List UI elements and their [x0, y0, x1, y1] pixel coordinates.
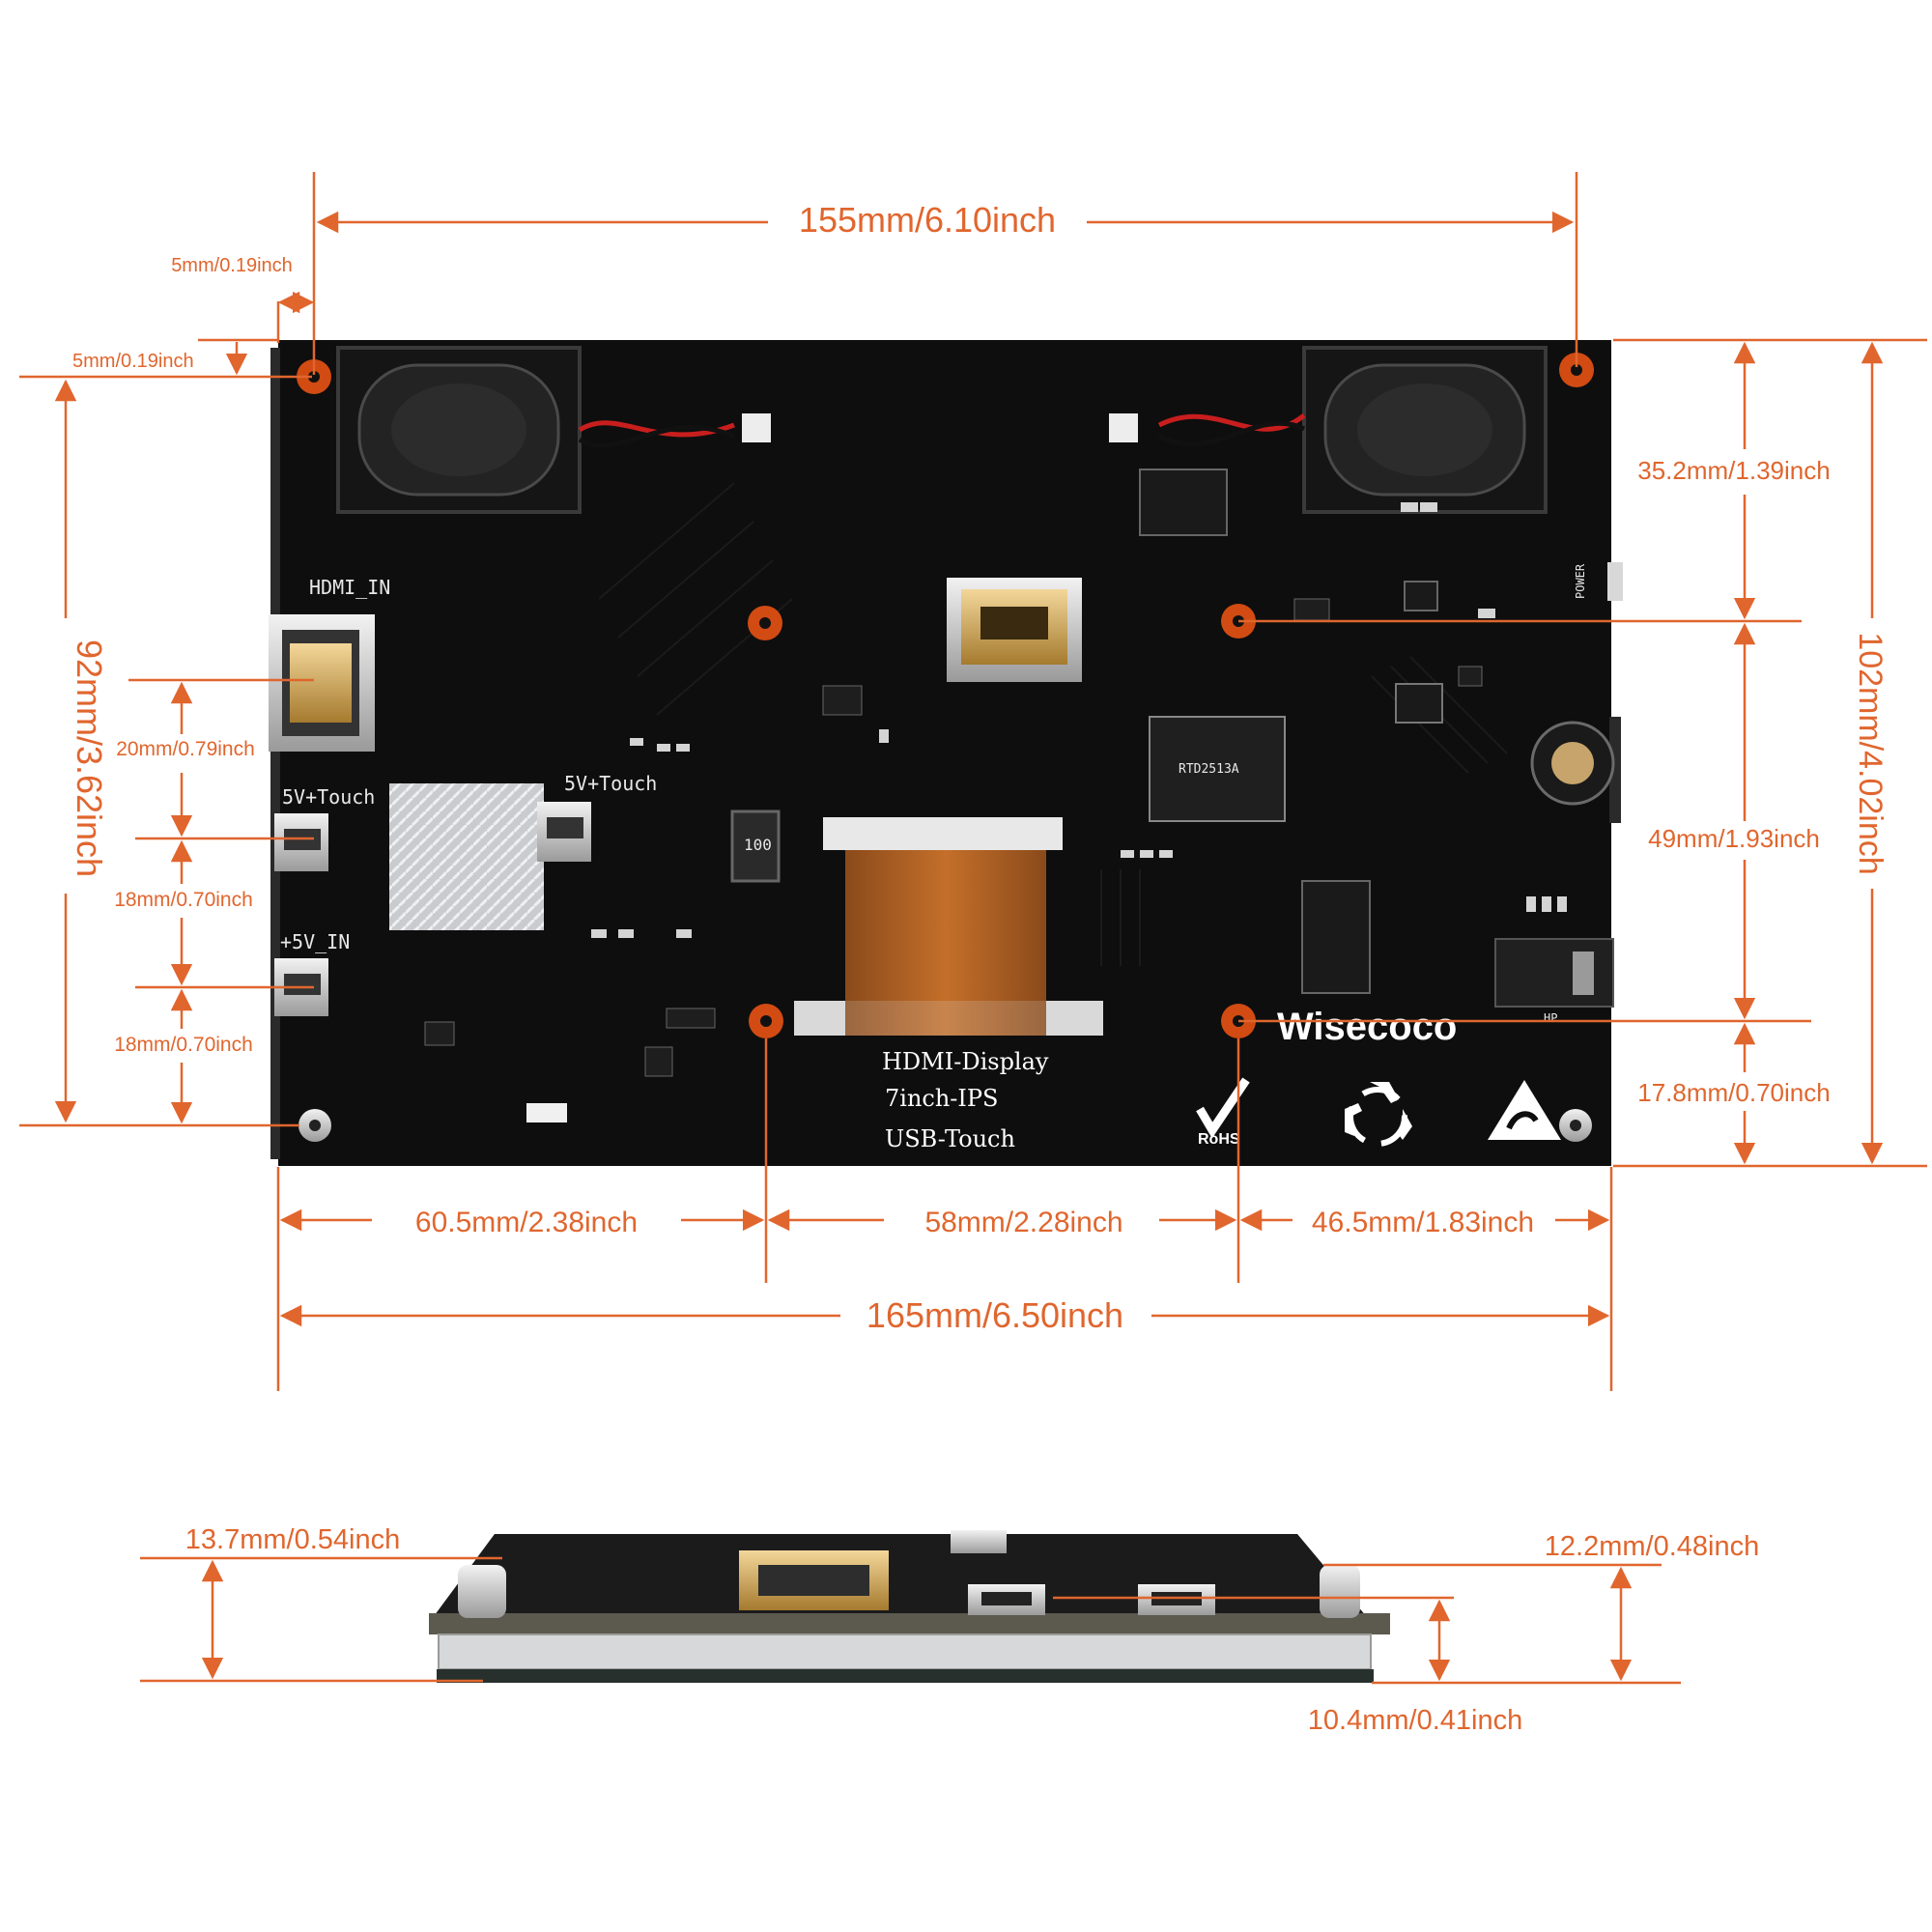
speaker-right: [1302, 346, 1548, 514]
smd-components: [424, 502, 1567, 1122]
speaker-wire-left-black: [578, 424, 736, 448]
dim-touch-offset: 18mm/0.70inch: [114, 889, 253, 911]
dim-mid-hole-spacing: 49mm/1.93inch: [1648, 824, 1820, 853]
dim-hole-x-right: 46.5mm/1.83inch: [1312, 1207, 1534, 1238]
hdmi-port-center: [947, 578, 1082, 682]
dim-bottom-offset: 17.8mm/0.70inch: [1637, 1078, 1830, 1107]
dim-side-connector-height: 10.4mm/0.41inch: [1308, 1705, 1522, 1736]
pcb-traces: [598, 482, 1508, 966]
side-micro-usb-right: [1138, 1584, 1215, 1615]
dim-hole-x-left: 60.5mm/2.38inch: [415, 1207, 638, 1238]
dim-board-height: 102mm/4.02inch: [1852, 632, 1889, 874]
flex-cable-lower: [845, 1001, 1046, 1036]
speaker-left: [336, 346, 582, 514]
connector-j6: [1109, 413, 1138, 442]
side-lcd-glass: [437, 1669, 1374, 1683]
side-pcb-edge: [429, 1613, 1390, 1634]
connector-j5: [742, 413, 771, 442]
dim-side-total-height: 13.7mm/0.54inch: [185, 1524, 400, 1555]
rohs-icon: RoHS: [1196, 1077, 1250, 1148]
dim-power-offset: 18mm/0.70inch: [114, 1034, 253, 1056]
dim-holes-height: 92mm/3.62inch: [70, 639, 109, 877]
dim-hole-x-mid: 58mm/2.28inch: [924, 1207, 1122, 1238]
side-standoff-right: [1320, 1565, 1360, 1618]
product-line-1: HDMI-Display: [882, 1048, 1049, 1075]
power-button-label: POWER: [1574, 563, 1587, 599]
esd-warning-icon: [1488, 1080, 1561, 1140]
lcd-panel-edge-right: [1609, 717, 1621, 823]
micro-usb-touch-mid: [537, 802, 591, 862]
battery-contact: [1551, 742, 1594, 784]
dim-board-width: 165mm/6.50inch: [867, 1295, 1123, 1335]
side-standoff-left: [458, 1565, 506, 1618]
rohs-label: RoHS: [1198, 1131, 1240, 1148]
dim-side-right-height: 12.2mm/0.48inch: [1545, 1531, 1759, 1562]
dim-speaker-offset: 35.2mm/1.39inch: [1637, 456, 1830, 485]
fpc-connector: [823, 817, 1063, 850]
dim-hole-offset-y: 5mm/0.19inch: [72, 351, 194, 372]
main-chip-rtd2513a: RTD2513A: [1149, 716, 1286, 822]
main-chip-marking: RTD2513A: [1179, 762, 1239, 777]
side-view: [429, 1530, 1390, 1683]
dim-top-holes-width: 155mm/6.10inch: [799, 200, 1056, 240]
side-pcb-top: [429, 1534, 1372, 1623]
dimensions-side-view: 13.7mm/0.54inch 12.2mm/0.48inch 10.4mm/0…: [140, 1524, 1759, 1736]
product-line-2: 7inch-IPS: [885, 1085, 998, 1112]
ic-u21: [1139, 469, 1228, 536]
thermal-pad: [389, 783, 544, 930]
side-micro-usb-left: [968, 1584, 1045, 1615]
side-hdmi-port: [739, 1550, 889, 1610]
headphone-jack: [1494, 938, 1614, 1008]
ic-u14: [1404, 581, 1438, 611]
ic-l8: [1395, 683, 1443, 724]
brand-logo: Wisecoco: [1277, 1006, 1457, 1048]
side-lcd-frame: [438, 1634, 1372, 1670]
speaker-wire-left: [578, 420, 735, 438]
headphone-label: HP: [1544, 1011, 1557, 1025]
dimensions-top-view: 155mm/6.10inch 5mm/0.19inch 5mm/0.19inch…: [19, 172, 1927, 1391]
ic-u9: [1301, 880, 1371, 994]
dim-hole-offset-x: 5mm/0.19inch: [171, 255, 293, 276]
touch-mid-label: 5V+Touch: [564, 772, 657, 795]
speaker-wire-right-black: [1157, 420, 1306, 447]
power-in-label: +5V_IN: [280, 930, 350, 953]
lcd-panel-edge-left: [270, 348, 280, 1159]
touch-left-label: 5V+Touch: [282, 785, 375, 809]
power-button: [1607, 562, 1623, 601]
inductor-marking: 100: [744, 836, 772, 854]
recycle-icon: [1345, 1082, 1412, 1147]
micro-usb-touch-left: [274, 813, 328, 871]
pcb-board: HDMI_IN 5V+Touch +5V_IN 5V+Touch RTD2513…: [269, 340, 1623, 1166]
hdmi-in-label: HDMI_IN: [309, 576, 390, 599]
hdmi-in-port: [269, 614, 375, 752]
side-usb-top: [951, 1530, 1007, 1553]
dim-hdmi-offset: 20mm/0.79inch: [116, 738, 255, 760]
product-line-3: USB-Touch: [885, 1125, 1015, 1152]
power-inductor: 100: [730, 810, 781, 883]
